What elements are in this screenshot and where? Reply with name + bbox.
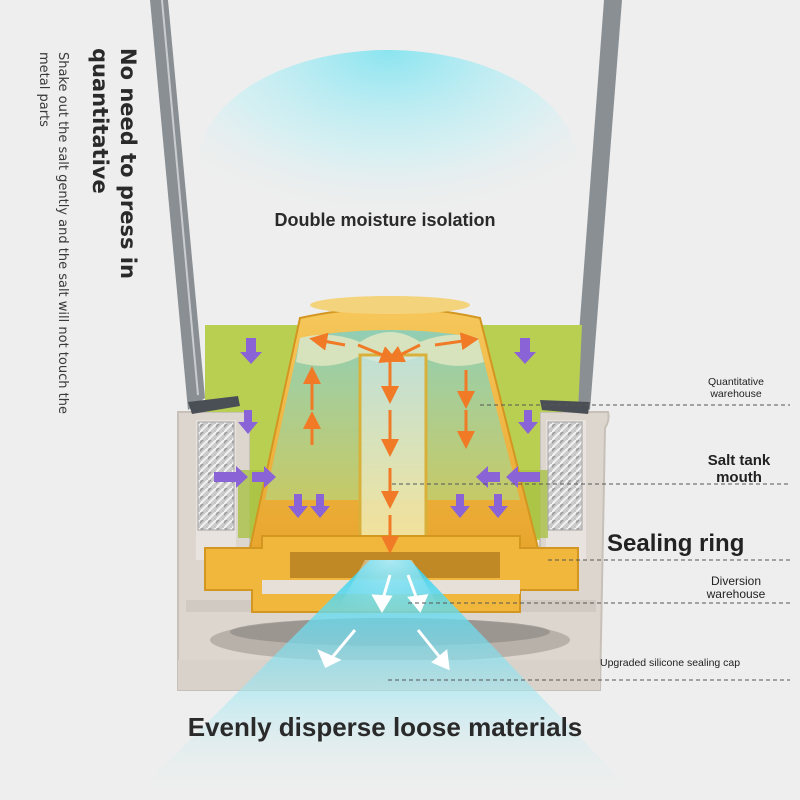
subline-line-1: Shake out the salt gently and the salt w… <box>53 52 72 414</box>
quantitative-warehouse-line-2: warehouse <box>694 388 778 400</box>
salt-tank-mouth-line-1: Salt tank <box>694 452 784 469</box>
bottom-caption: Evenly disperse loose materials <box>130 712 640 743</box>
silicone-cap-label: Upgraded silicone sealing cap <box>600 657 780 669</box>
headline-line-2: quantitative <box>86 48 114 279</box>
subline-line-2: metal parts <box>34 52 53 414</box>
subline: Shake out the salt gently and the salt w… <box>32 52 72 414</box>
jar-wall-left <box>150 0 205 410</box>
jar-wall-highlight <box>162 0 198 395</box>
jar-wall-right <box>574 0 622 410</box>
diversion-warehouse-label: Diversion warehouse <box>694 575 778 601</box>
cap-top-rim <box>310 296 470 314</box>
headline: No need to press in quantitative <box>82 48 142 279</box>
center-tube <box>360 355 426 545</box>
salt-tank-mouth-line-2: mouth <box>694 469 784 486</box>
diversion-warehouse-line-2: warehouse <box>694 588 778 601</box>
moisture-glow <box>198 50 578 280</box>
salt-tank-mouth-label: Salt tank mouth <box>694 452 784 486</box>
moisture-isolation-label: Double moisture isolation <box>230 210 540 231</box>
headline-line-1: No need to press in <box>114 48 142 279</box>
foil-seal-right <box>548 422 582 530</box>
quantitative-warehouse-label: Quantitative warehouse <box>694 376 778 400</box>
quantitative-warehouse-line-1: Quantitative <box>694 376 778 388</box>
sealing-ring-label: Sealing ring <box>607 530 777 558</box>
